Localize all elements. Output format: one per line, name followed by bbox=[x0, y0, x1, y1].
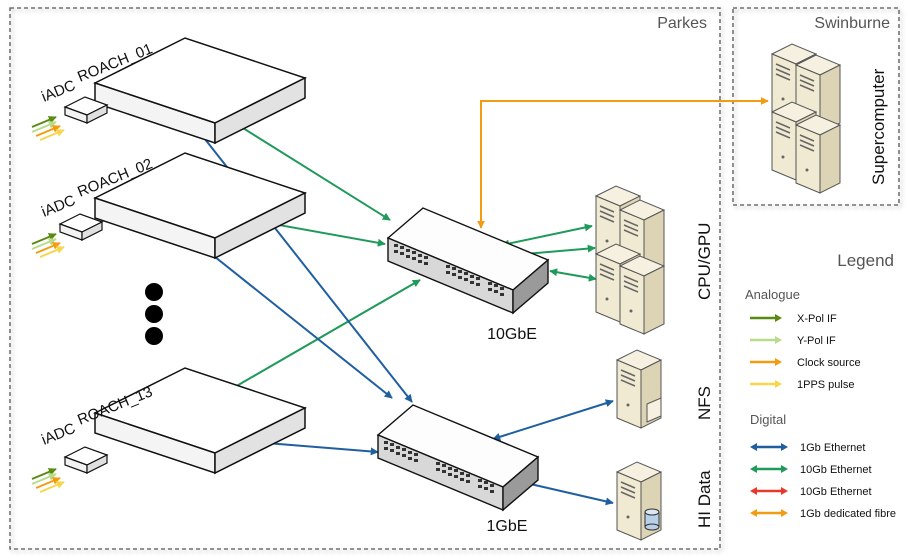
legend-analogue-item: X-Pol IF bbox=[750, 313, 837, 325]
more-roach-boards-ellipsis bbox=[145, 283, 163, 345]
hi-data-label: HI Data bbox=[695, 470, 714, 528]
link-roach01-1gbe bbox=[185, 114, 413, 403]
roach-02: ROACH_02 iADC bbox=[32, 152, 306, 259]
supercomputer-label: Supercomputer bbox=[869, 68, 888, 185]
switch-10gbe-label: 10GbE bbox=[487, 326, 537, 343]
legend-analogue-label: 1PPS pulse bbox=[797, 379, 854, 391]
if-inputs-13 bbox=[32, 469, 64, 492]
switch-1gbe-label: 1GbE bbox=[487, 518, 528, 535]
legend-analogue-item: Clock source bbox=[750, 357, 861, 369]
legend-digital-item: 10Gb Ethernet bbox=[750, 464, 872, 476]
nfs-label: NFS bbox=[695, 386, 714, 420]
link-fibre-supercomputer bbox=[477, 97, 769, 229]
nfs-server: NFS bbox=[616, 349, 714, 429]
if-inputs-01 bbox=[32, 117, 64, 140]
legend-digital-label: 1Gb Ethernet bbox=[800, 442, 865, 454]
iadc-02-label: iADC bbox=[39, 192, 78, 221]
roach-13: ROACH_13 iADC bbox=[32, 367, 306, 492]
iadc-01-label: iADC bbox=[39, 77, 78, 106]
roach-01: ROACH_01 iADC bbox=[32, 37, 306, 144]
legend-digital-label: 1Gb dedicated fibre bbox=[800, 508, 896, 520]
link-10gbe-cpu1 bbox=[501, 223, 593, 248]
legend-digital-item: 1Gb dedicated fibre bbox=[750, 508, 896, 520]
switch-10gbe: 10GbE bbox=[387, 207, 549, 343]
legend-title: Legend bbox=[837, 251, 894, 270]
iadc-13-label: iADC bbox=[39, 420, 78, 449]
nfs-document-icon bbox=[646, 397, 662, 423]
legend-digital-heading: Digital bbox=[750, 412, 786, 427]
legend-analogue-heading: Analogue bbox=[745, 287, 800, 302]
legend: Legend Analogue X-Pol IF Y-Pol IF Clock so… bbox=[745, 251, 896, 520]
iadc-13 bbox=[64, 446, 108, 474]
legend-digital-label: 10Gb Ethernet bbox=[800, 486, 872, 498]
legend-analogue-label: Y-Pol IF bbox=[797, 335, 836, 347]
cpu-gpu-cluster: CPU/GPU bbox=[595, 185, 714, 335]
swinburne-label: Swinburne bbox=[814, 15, 890, 32]
parkes-region bbox=[9, 7, 721, 550]
link-1gbe-nfs bbox=[492, 399, 614, 441]
legend-digital-item: 10Gb Ethernet bbox=[750, 486, 872, 498]
parkes-label: Parkes bbox=[657, 15, 707, 32]
hi-data-server: HI Data bbox=[616, 461, 714, 541]
connections bbox=[184, 97, 769, 506]
if-inputs-02 bbox=[32, 234, 64, 257]
legend-analogue-label: X-Pol IF bbox=[797, 313, 837, 325]
switch-1gbe: 1GbE bbox=[377, 404, 539, 535]
legend-analogue-item: 1PPS pulse bbox=[750, 379, 854, 391]
database-icon bbox=[644, 508, 660, 531]
legend-analogue-item: Y-Pol IF bbox=[750, 335, 836, 347]
cpu-gpu-label: CPU/GPU bbox=[695, 223, 714, 300]
link-10gbe-cpu3 bbox=[549, 268, 597, 282]
legend-analogue-label: Clock source bbox=[797, 357, 861, 369]
link-roach02-1gbe bbox=[184, 232, 393, 399]
legend-digital-item: 1Gb Ethernet bbox=[750, 442, 865, 454]
supercomputer: Supercomputer bbox=[771, 43, 888, 194]
legend-digital-label: 10Gb Ethernet bbox=[800, 464, 872, 476]
